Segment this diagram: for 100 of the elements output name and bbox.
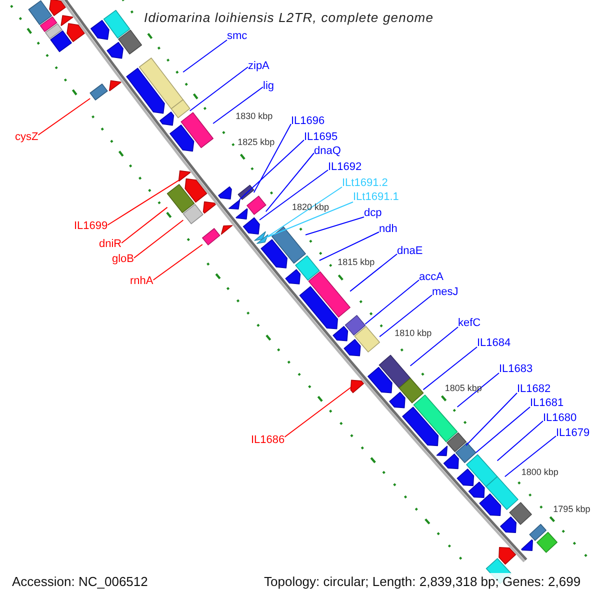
leader-line	[238, 140, 304, 200]
gene-label: gloB	[112, 252, 134, 266]
gene-block	[468, 482, 485, 498]
gene-label: zipA	[248, 60, 270, 73]
category-bar	[45, 23, 62, 40]
gene-label: dcp	[364, 206, 382, 220]
position-label: 1795 kbp	[553, 504, 590, 514]
leader-line	[259, 170, 328, 220]
leader-line	[422, 346, 478, 390]
leader-line	[284, 387, 352, 438]
category-bar	[103, 10, 130, 38]
gene-label: IL1686	[251, 434, 285, 447]
leader-line	[265, 152, 314, 212]
leader-line	[152, 244, 203, 280]
category-bar	[246, 196, 266, 215]
gene-label: IL1680	[543, 412, 577, 425]
gene-block	[178, 170, 191, 182]
leader-line	[212, 86, 264, 124]
gene-label: IL1692	[328, 160, 362, 174]
position-label: 1810 kbp	[394, 328, 432, 340]
leader-line	[265, 186, 342, 238]
category-bar	[138, 58, 184, 110]
category-bar	[378, 354, 411, 388]
gene-label: IL1681	[530, 396, 564, 410]
category-bar	[272, 226, 306, 264]
category-bar	[455, 442, 476, 464]
gene-label: ndh	[379, 222, 398, 236]
gene-block	[236, 208, 248, 220]
leader-line	[466, 392, 518, 446]
gene-block	[368, 366, 392, 394]
gene-block	[436, 446, 448, 456]
category-bar	[40, 16, 58, 32]
leader-line	[38, 98, 91, 136]
category-bar	[170, 99, 190, 118]
gene-block	[106, 42, 124, 59]
category-bar	[202, 228, 220, 246]
gene-block	[228, 199, 240, 210]
category-bar	[344, 315, 366, 336]
leader-line	[253, 124, 292, 193]
category-bar	[446, 432, 466, 452]
leader-line	[496, 420, 544, 462]
gene-label: accA	[419, 270, 444, 284]
leader-line	[267, 202, 354, 238]
gene-label: IL1683	[499, 362, 533, 376]
gene-block	[479, 494, 502, 516]
category-bar	[536, 532, 558, 553]
gene-block	[456, 468, 474, 486]
gene-label: rnhA	[130, 274, 154, 288]
gene-block	[242, 217, 260, 234]
leader-line	[182, 40, 228, 73]
category-bar	[354, 326, 380, 352]
gene-block	[60, 15, 74, 26]
gene-label: IL1679	[556, 426, 590, 440]
category-bar	[529, 524, 546, 541]
gene-block	[500, 516, 516, 533]
gene-label: smc	[227, 30, 248, 43]
leader-line	[456, 372, 500, 408]
gene-block	[285, 269, 301, 284]
category-bar	[486, 476, 518, 510]
leader-line	[410, 326, 458, 366]
gene-block	[498, 547, 516, 565]
leader-line	[475, 406, 530, 454]
leader-line	[504, 436, 556, 478]
gene-label: kefC	[458, 316, 481, 330]
gene-block	[256, 234, 268, 244]
category-bar	[118, 30, 142, 54]
gene-block	[184, 178, 208, 203]
category-bar	[238, 184, 254, 200]
gene-label: dnaQ	[314, 144, 341, 158]
gene-label: IL1684	[477, 336, 511, 350]
gene-block	[109, 80, 122, 92]
gene-block	[389, 392, 406, 408]
gene-label: IL1696	[291, 114, 325, 128]
gene-block	[443, 454, 459, 470]
leader-line	[107, 180, 180, 226]
leader-line	[134, 220, 184, 258]
position-label: 1825 kbp	[238, 137, 275, 148]
gene-block	[218, 186, 232, 200]
gene-block	[332, 326, 348, 342]
category-bar	[180, 112, 214, 148]
gene-label: cysZ	[15, 130, 38, 144]
gene-label: ILt1691.1	[353, 190, 399, 204]
gene-block	[402, 406, 439, 446]
position-label: 1805 kbp	[444, 382, 482, 394]
gene-block	[220, 225, 233, 235]
category-bar	[509, 502, 532, 525]
gene-block	[202, 201, 216, 214]
gene-block	[299, 286, 338, 330]
leader-line	[189, 66, 248, 112]
gene-block	[49, 0, 66, 16]
gene-label: ILt1691.2	[342, 176, 388, 190]
category-bar	[166, 184, 195, 214]
category-bar	[90, 84, 108, 100]
category-bar	[50, 30, 72, 52]
gene-block	[521, 539, 533, 551]
category-bar	[466, 454, 498, 487]
gene-label: IL1695	[304, 130, 338, 144]
category-bar	[308, 271, 350, 318]
position-label: 1820 kbp	[292, 202, 330, 212]
leader-line	[121, 206, 168, 244]
